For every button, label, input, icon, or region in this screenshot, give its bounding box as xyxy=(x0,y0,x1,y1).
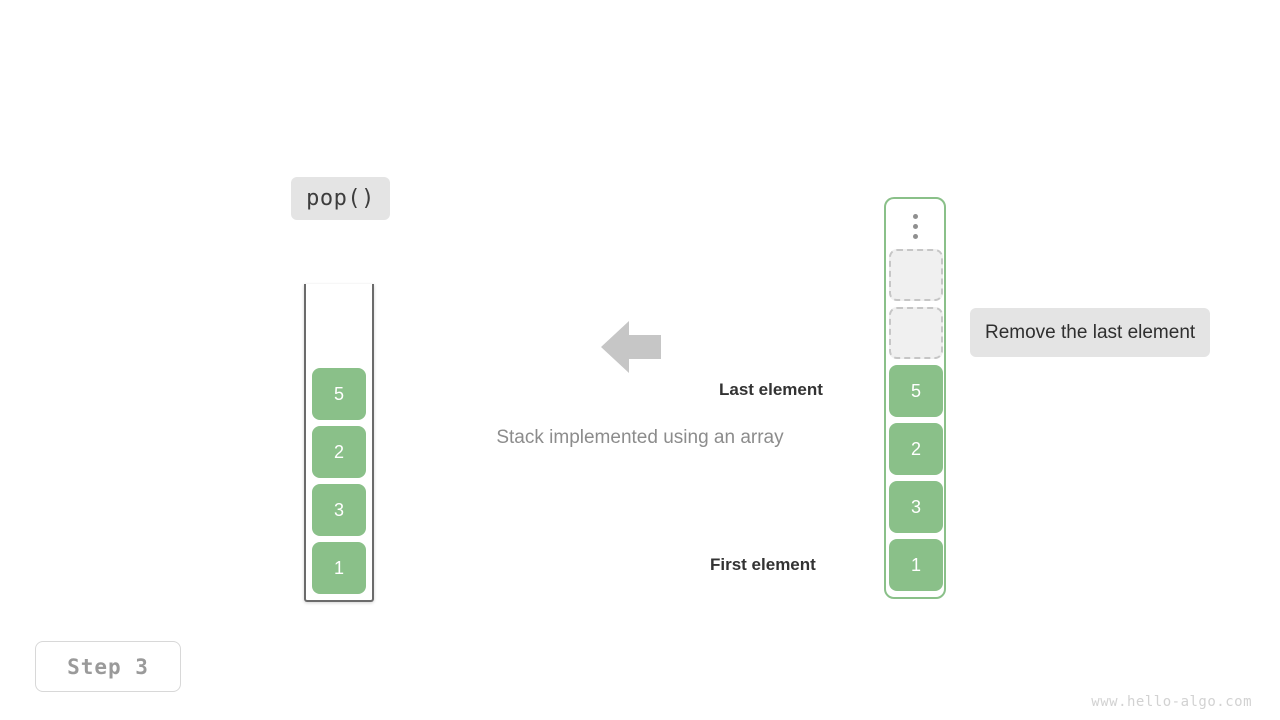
last-element-label: Last element xyxy=(719,380,823,399)
vertical-ellipsis-icon xyxy=(886,207,944,245)
ellipsis-dot xyxy=(912,213,918,219)
arrow-left-icon xyxy=(601,321,661,373)
step-badge: Step 3 xyxy=(35,641,181,692)
array-slot-empty xyxy=(889,249,943,301)
stack-item: 3 xyxy=(312,484,366,536)
first-element-label: First element xyxy=(710,555,816,574)
stack-container: 5 2 3 1 xyxy=(304,284,374,602)
stack-item: 5 xyxy=(312,368,366,420)
array-container: 5 2 3 1 xyxy=(884,197,946,599)
array-slot-filled: 2 xyxy=(889,423,943,475)
stack-caption: Stack implemented using an array xyxy=(496,427,784,448)
array-slot-list: 5 2 3 1 xyxy=(889,249,943,591)
array-slot-filled: 3 xyxy=(889,481,943,533)
site-watermark: www.hello-algo.com xyxy=(1091,694,1252,710)
ellipsis-dot xyxy=(912,223,918,229)
array-slot-filled: 1 xyxy=(889,539,943,591)
array-slot-empty xyxy=(889,307,943,359)
operation-note: Remove the last element xyxy=(970,308,1211,357)
operation-badge: pop() xyxy=(291,177,390,220)
stack-item: 2 xyxy=(312,426,366,478)
stack-item: 1 xyxy=(312,542,366,594)
stack-item-list: 5 2 3 1 xyxy=(312,368,366,594)
array-slot-filled: 5 xyxy=(889,365,943,417)
ellipsis-dot xyxy=(912,233,918,239)
